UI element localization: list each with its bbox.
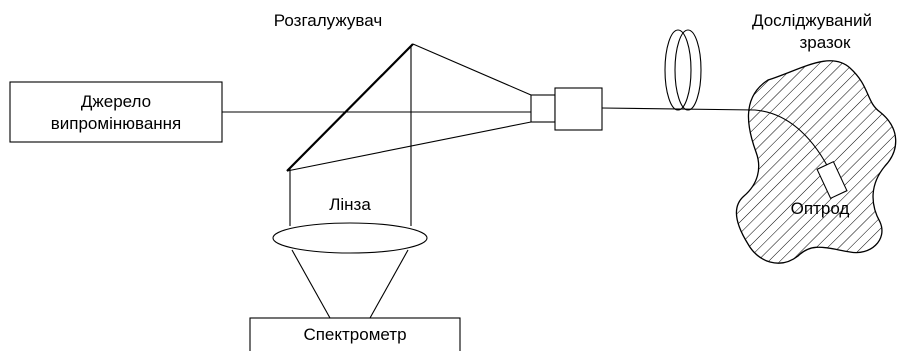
coupler-small-block: [530, 94, 556, 123]
coupler-large-block: [554, 87, 603, 131]
beam-splitter-label: Розгалужувач: [274, 11, 382, 30]
beam-splitter-mirror: [286, 43, 414, 172]
radiation-source-box: [9, 81, 223, 143]
lower-ray: [286, 121, 532, 172]
fiber-coil-loop-2: [674, 29, 702, 111]
radiation-source-label-line1: Джерело: [81, 92, 151, 111]
lens: [272, 222, 428, 254]
sample-label-line1: Досліджуваний: [752, 11, 872, 30]
fiber-coil-loop-1: [664, 29, 692, 111]
sample-label-line2: зразок: [799, 33, 851, 52]
sample-body: [735, 60, 897, 264]
right-focus-ray: [369, 249, 409, 319]
optrode-label: Оптрод: [791, 199, 850, 218]
spectrometer-label: Спектрометр: [303, 325, 406, 344]
upper-ray: [412, 43, 532, 96]
left-focus-ray: [291, 249, 331, 319]
optrode: [816, 160, 848, 200]
radiation-source-label-line2: випромінювання: [51, 114, 182, 133]
spectrometer-box: [249, 317, 461, 351]
lens-label: Лінза: [329, 195, 371, 214]
